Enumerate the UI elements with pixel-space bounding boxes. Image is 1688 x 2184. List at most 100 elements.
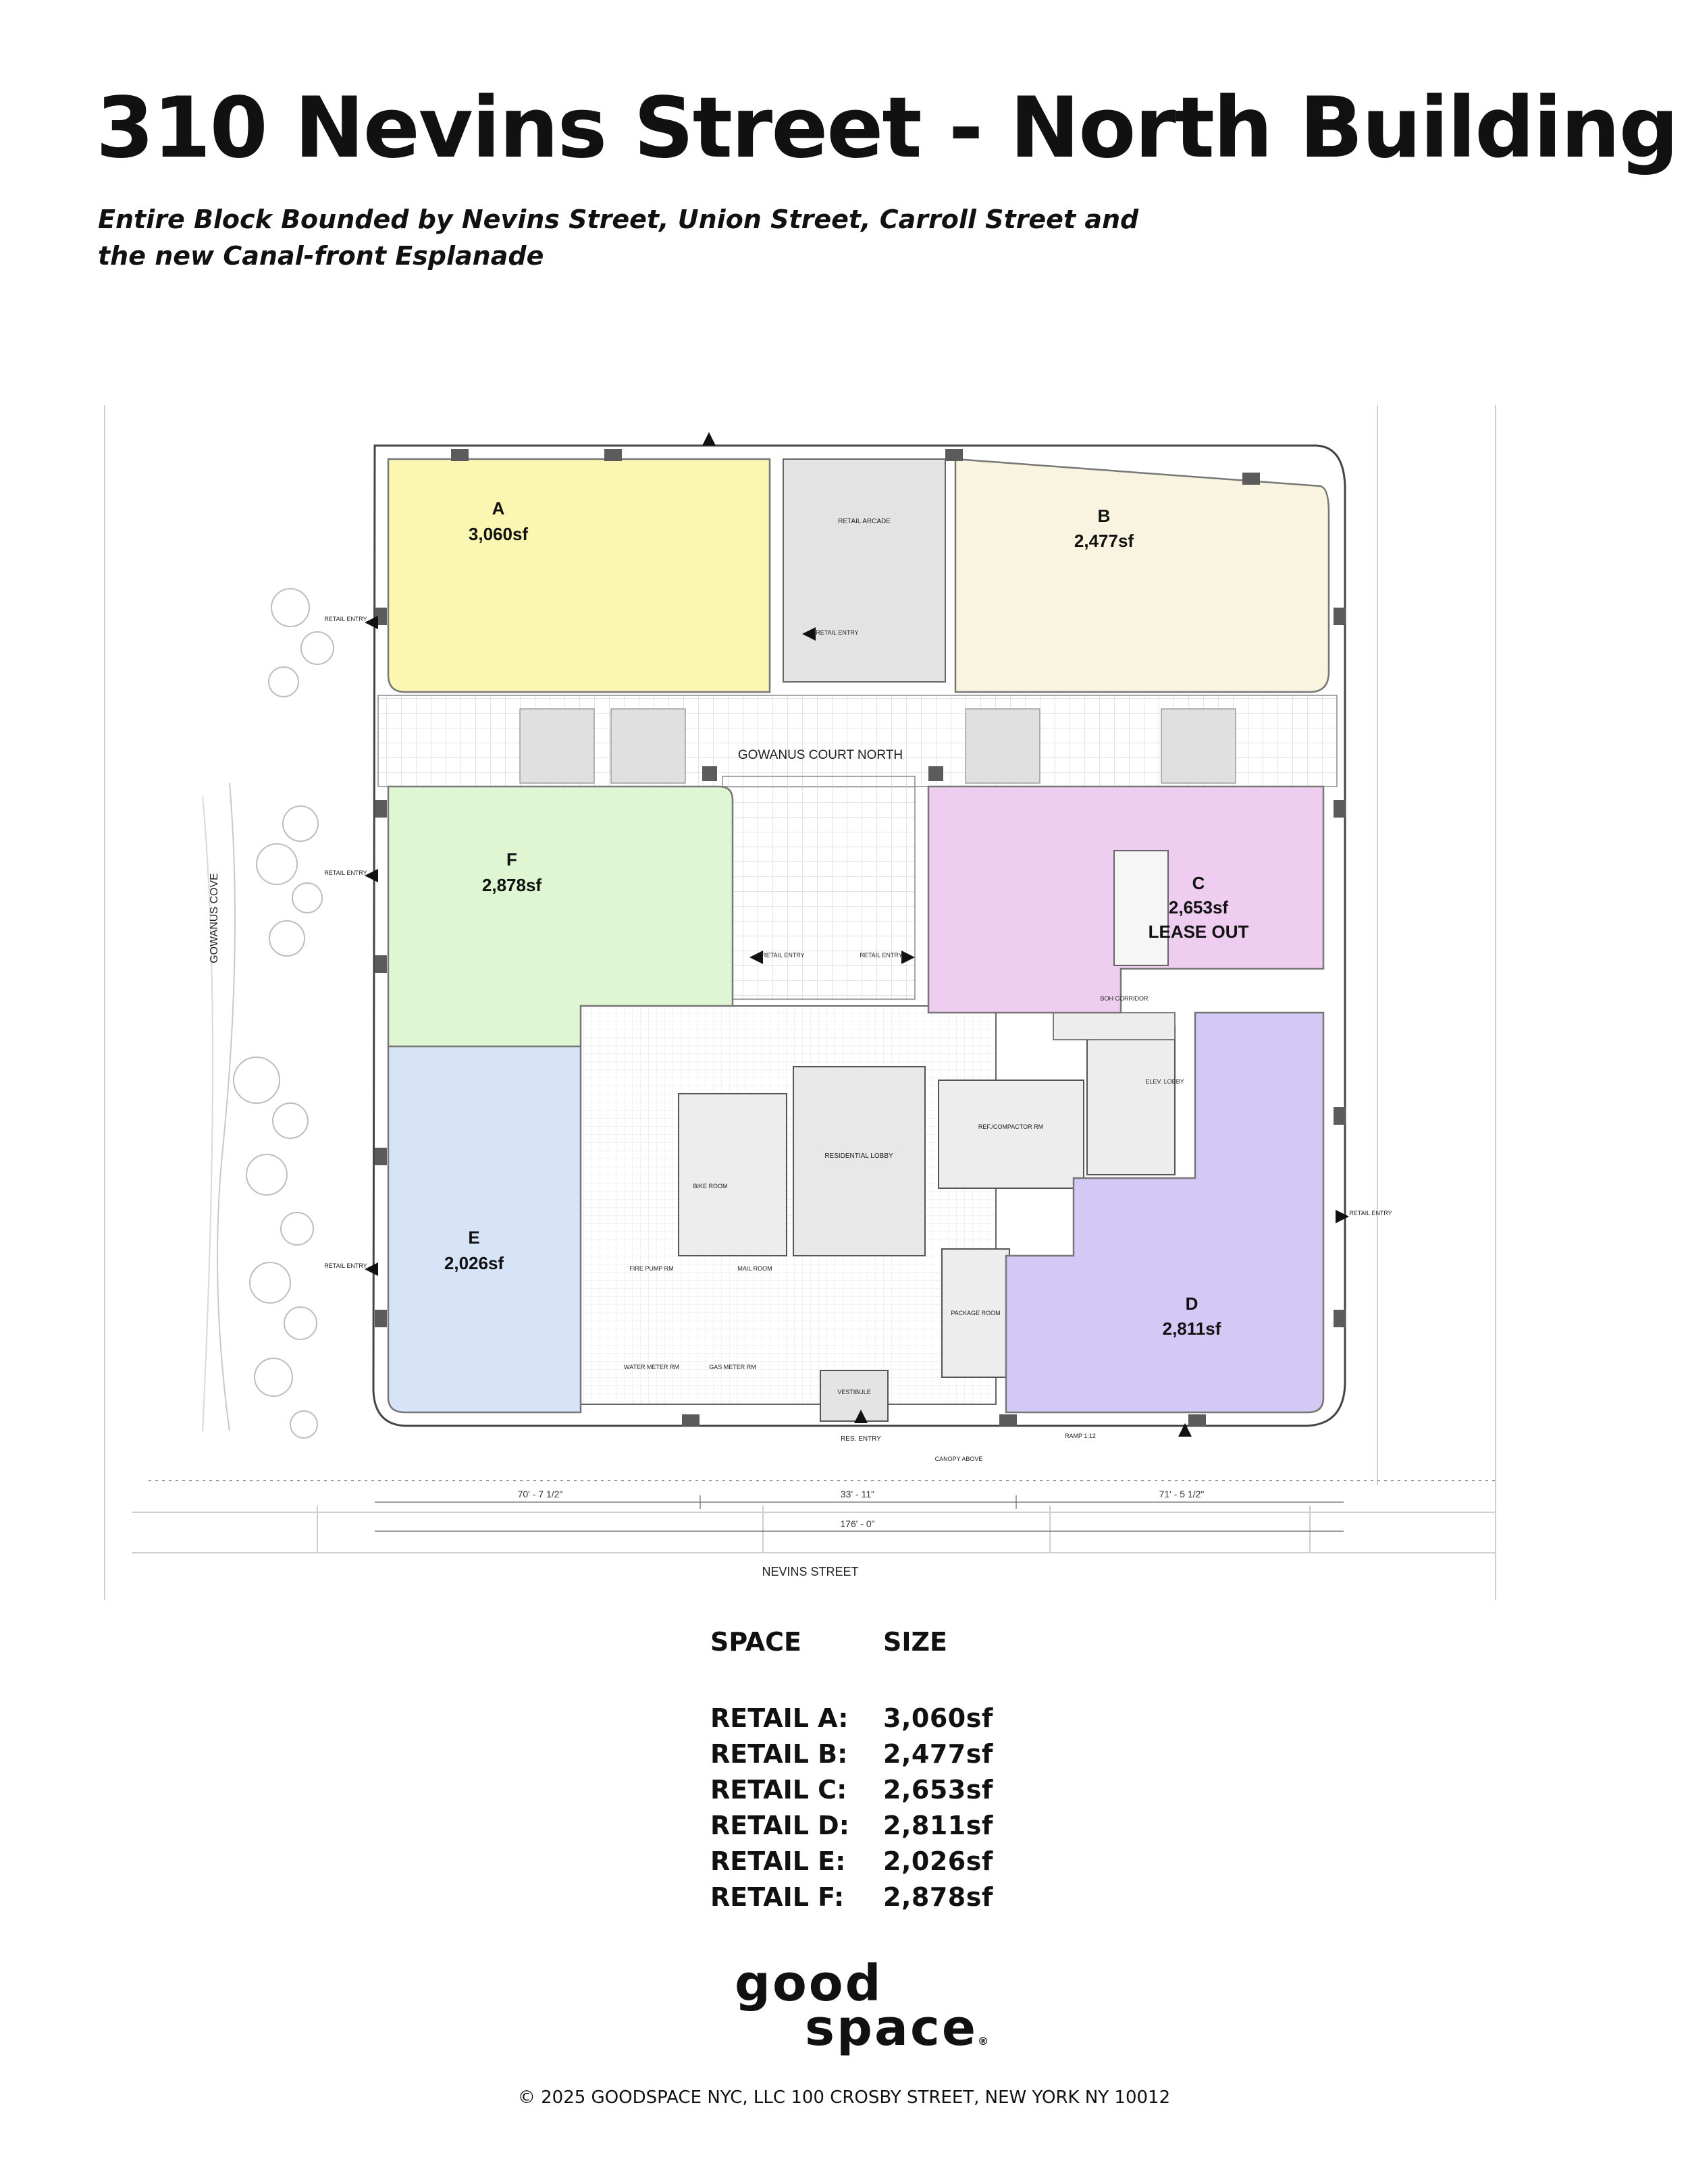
unit-b-size: 2,477sf bbox=[1074, 531, 1134, 551]
unit-d bbox=[1005, 1011, 1325, 1414]
cove-label: GOWANUS COVE bbox=[209, 873, 220, 963]
row-size: 2,811sf bbox=[883, 1810, 993, 1840]
unit-b bbox=[954, 458, 1330, 693]
row-size: 3,060sf bbox=[883, 1703, 993, 1733]
row-space: RETAIL B: bbox=[710, 1738, 848, 1769]
site-context bbox=[104, 405, 1496, 1600]
row-size: 2,878sf bbox=[883, 1882, 993, 1912]
arcade-bay-2 bbox=[610, 708, 686, 784]
unit-a-size: 3,060sf bbox=[469, 524, 529, 544]
dim-right: 71' - 5 1/2" bbox=[1159, 1489, 1205, 1499]
row-size: 2,653sf bbox=[883, 1774, 993, 1805]
table-row: RETAIL B: 2,477sf bbox=[710, 1736, 1088, 1772]
retail-entry-label-e: RETAIL ENTRY bbox=[324, 1262, 367, 1269]
retail-arcade-north bbox=[783, 458, 946, 683]
page-title: 310 Nevins Street - North Building bbox=[96, 80, 1679, 177]
ref-compactor-box bbox=[938, 1080, 1084, 1189]
logo-line-2: space® bbox=[729, 2003, 988, 2064]
landscape-trees bbox=[233, 588, 334, 1439]
arcade-bay-3 bbox=[965, 708, 1040, 784]
residential-lobby-room bbox=[793, 1066, 926, 1256]
court-label: GOWANUS COURT NORTH bbox=[738, 748, 903, 762]
dim-left: 70' - 7 1/2" bbox=[518, 1489, 563, 1499]
table-row: RETAIL A: 3,060sf bbox=[710, 1700, 1088, 1736]
unit-e-size: 2,026sf bbox=[444, 1253, 504, 1273]
ref-compactor-label: REF./COMPACTOR RM bbox=[978, 1123, 1043, 1130]
table-header: SPACE SIZE bbox=[710, 1627, 1088, 1668]
unit-e-letter: E bbox=[468, 1227, 479, 1248]
elev-lobby-label: ELEV. LOBBY bbox=[1145, 1078, 1184, 1085]
row-space: RETAIL A: bbox=[710, 1703, 849, 1733]
dimensions: 70' - 7 1/2" 33' - 11" 71' - 5 1/2" 176'… bbox=[375, 1489, 1344, 1532]
floor-plan: GOWANUS COURT NORTH NEVINS STREET GOWANU… bbox=[104, 405, 1496, 1600]
gas-meter-label: GAS METER RM bbox=[709, 1364, 756, 1370]
retail-entry-label-d: RETAIL ENTRY bbox=[1349, 1210, 1392, 1217]
row-size: 2,026sf bbox=[883, 1846, 993, 1876]
residential-lobby-label: RESIDENTIAL LOBBY bbox=[824, 1152, 893, 1160]
logo-word-space: space bbox=[805, 1999, 978, 2057]
dim-mid: 33' - 11" bbox=[841, 1489, 874, 1499]
retail-units bbox=[387, 458, 1330, 1414]
row-size: 2,477sf bbox=[883, 1738, 993, 1769]
unit-labels: A 3,060sf B 2,477sf F 2,878sf C 2,653sf … bbox=[444, 498, 1249, 1339]
unit-a bbox=[387, 458, 771, 693]
res-entry-label: RES. ENTRY bbox=[841, 1435, 881, 1443]
dim-total: 176' - 0" bbox=[840, 1518, 874, 1529]
subtitle-line-1: Entire Block Bounded by Nevins Street, U… bbox=[98, 205, 1139, 234]
canopy-label: CANOPY ABOVE bbox=[935, 1456, 983, 1462]
row-space: RETAIL D: bbox=[710, 1810, 849, 1840]
row-space: RETAIL E: bbox=[710, 1846, 846, 1876]
ramp-label: RAMP 1:12 bbox=[1065, 1433, 1096, 1439]
col-space-header: SPACE bbox=[710, 1627, 801, 1657]
arcade-bay-4 bbox=[1161, 708, 1236, 784]
vestibule-label: VESTIBULE bbox=[837, 1389, 871, 1395]
unit-f bbox=[387, 785, 734, 1048]
vestibule-box bbox=[820, 1370, 889, 1422]
bike-room-box bbox=[678, 1093, 787, 1256]
plan-labels: GOWANUS COURT NORTH NEVINS STREET GOWANU… bbox=[209, 518, 1392, 1578]
table-row: RETAIL C: 2,653sf bbox=[710, 1772, 1088, 1807]
entry-arrows bbox=[365, 432, 1349, 1437]
unit-c-note: LEASE OUT bbox=[1149, 922, 1249, 942]
footer-copyright: © 2025 GOODSPACE NYC, LLC 100 CROSBY STR… bbox=[517, 2087, 1171, 2108]
package-room-label: PACKAGE ROOM bbox=[951, 1310, 1000, 1316]
table-row: RETAIL E: 2,026sf bbox=[710, 1843, 1088, 1879]
unit-c-size: 2,653sf bbox=[1169, 897, 1229, 917]
table-row: RETAIL F: 2,878sf bbox=[710, 1879, 1088, 1915]
registered-mark: ® bbox=[978, 2035, 989, 2048]
unit-b-letter: B bbox=[1098, 506, 1111, 526]
unit-f-size: 2,878sf bbox=[482, 875, 542, 895]
package-room-box bbox=[941, 1248, 1010, 1378]
mail-room-label: MAIL ROOM bbox=[737, 1265, 772, 1272]
court-plaza bbox=[722, 776, 916, 1000]
col-size-header: SIZE bbox=[883, 1627, 948, 1657]
retail-entry-label-f: RETAIL ENTRY bbox=[324, 870, 367, 876]
unit-c-core bbox=[1113, 850, 1169, 966]
table-body: RETAIL A: 3,060sf RETAIL B: 2,477sf RETAIL… bbox=[710, 1700, 1088, 1915]
unit-a-letter: A bbox=[492, 498, 505, 518]
space-size-table: SPACE SIZE RETAIL A: 3,060sf RETAIL B: 2,4… bbox=[710, 1627, 1088, 1915]
elev-lobby-box bbox=[1086, 1026, 1176, 1175]
goodspace-logo: good space® bbox=[729, 1954, 988, 2064]
retail-entry-label-court-c: RETAIL ENTRY bbox=[860, 952, 902, 959]
unit-c-letter: C bbox=[1192, 873, 1205, 893]
retail-entry-label-a: RETAIL ENTRY bbox=[324, 616, 367, 622]
retail-arcade-label: RETAIL ARCADE bbox=[838, 518, 891, 525]
arcade-bay-1 bbox=[519, 708, 595, 784]
water-meter-label: WATER METER RM bbox=[624, 1364, 679, 1370]
unit-d-size: 2,811sf bbox=[1163, 1319, 1221, 1339]
subtitle-line-2: the new Canal-front Esplanade bbox=[98, 241, 544, 271]
boh-corridor-label: BOH CORRIDOR bbox=[1100, 995, 1149, 1002]
bike-room-label: BIKE ROOM bbox=[693, 1183, 727, 1190]
row-space: RETAIL C: bbox=[710, 1774, 847, 1805]
fire-pump-label: FIRE PUMP RM bbox=[629, 1265, 673, 1272]
row-space: RETAIL F: bbox=[710, 1882, 845, 1912]
retail-entry-label-arcade: RETAIL ENTRY bbox=[816, 629, 858, 636]
street-label: NEVINS STREET bbox=[762, 1565, 858, 1578]
corridor-box bbox=[1053, 1012, 1176, 1040]
unit-f-letter: F bbox=[506, 849, 517, 870]
retail-entry-label-court-f: RETAIL ENTRY bbox=[762, 952, 804, 959]
logo-line-1: good bbox=[735, 1954, 883, 2013]
page-subtitle: Entire Block Bounded by Nevins Street, U… bbox=[98, 201, 1246, 274]
table-row: RETAIL D: 2,811sf bbox=[710, 1807, 1088, 1843]
